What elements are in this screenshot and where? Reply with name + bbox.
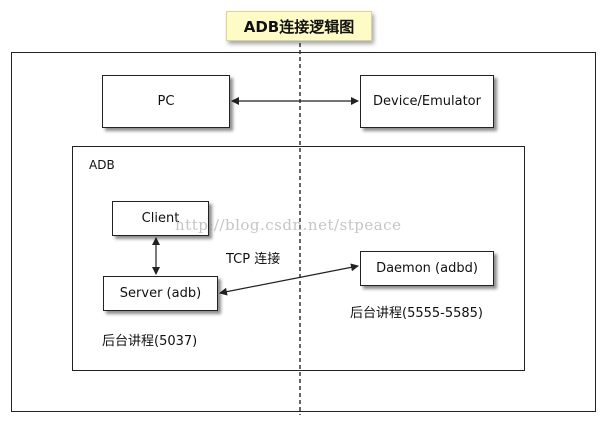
tcp-connection-label: TCP 连接	[226, 252, 281, 267]
adb-container	[72, 146, 525, 371]
daemon-node: Daemon (adbd)	[360, 251, 494, 286]
device-emulator-node: Device/Emulator	[360, 75, 494, 128]
adb-container-label: ADB	[89, 158, 115, 172]
pc-node: PC	[102, 75, 230, 128]
client-node: Client	[112, 201, 209, 236]
diagram-title: ADB连接逻辑图	[226, 11, 372, 41]
daemon-label: Daemon (adbd)	[376, 261, 478, 276]
pc-label: PC	[157, 94, 175, 109]
client-label: Client	[141, 211, 180, 226]
server-label: Server (adb)	[119, 286, 202, 301]
server-node: Server (adb)	[103, 276, 218, 311]
device-emulator-label: Device/Emulator	[373, 94, 481, 109]
server-process-annotation: 后台讲程(5037)	[102, 334, 198, 349]
watermark-text: http://blog.csdn.net/stpeace	[175, 216, 402, 234]
daemon-process-annotation: 后台讲程(5555-5585)	[350, 306, 484, 321]
outer-frame	[11, 52, 596, 412]
